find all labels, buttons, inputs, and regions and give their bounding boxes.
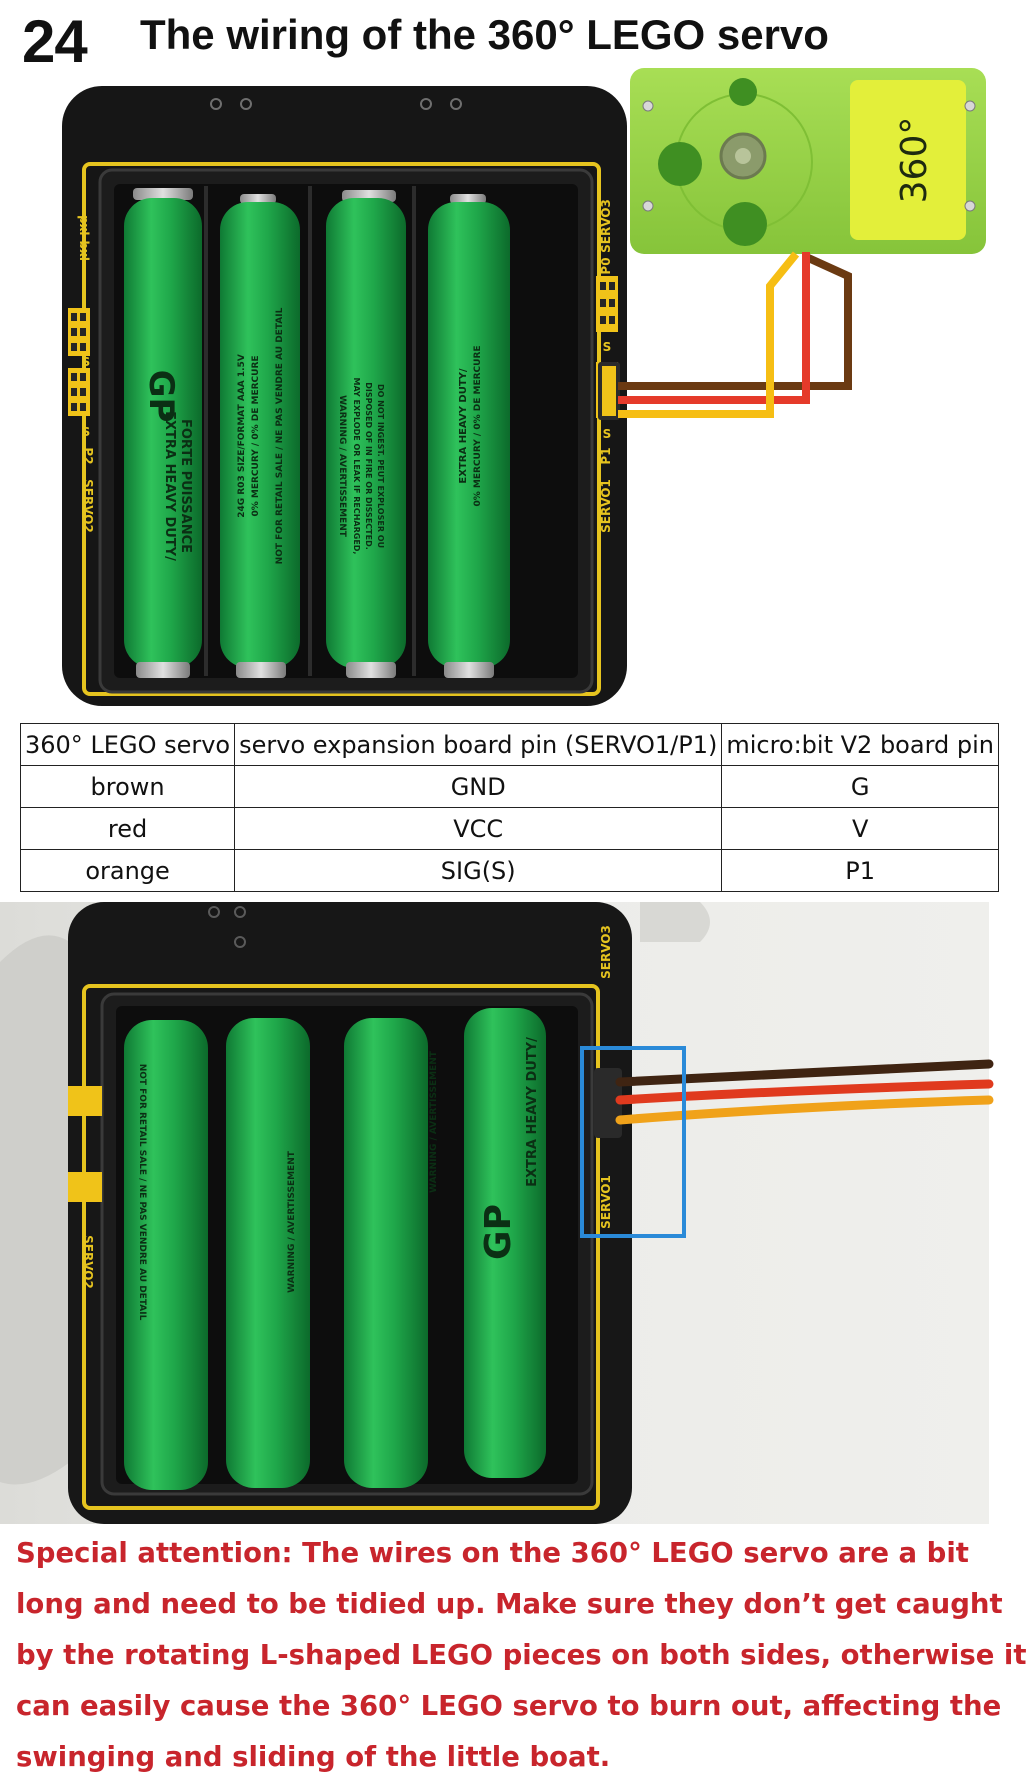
connection-highlight-box	[580, 1046, 686, 1238]
battery-text: DO NOT INGEST. PEUT EXPLOSER OU	[376, 384, 385, 548]
servo-360	[630, 68, 986, 254]
board-label-left: S	[82, 425, 91, 439]
battery-text: 0% MERCURY / 0% DE MERCURE	[473, 345, 483, 506]
servo-wires-photo	[615, 1059, 994, 1125]
wire-brown	[615, 1059, 994, 1087]
table-row: orange SIG(S) P1	[19, 849, 999, 892]
battery-text: WARNING / AVERTISSEMENT	[429, 1050, 439, 1193]
battery-text: DISPOSED OF IN FIRE OR DISSECTED.	[364, 382, 373, 550]
table-row: brown GND G	[19, 765, 999, 808]
warning-line: can easily cause the 360° LEGO servo to …	[16, 1690, 1002, 1722]
table-cell: VCC	[234, 807, 723, 850]
board-label-right: S	[603, 427, 612, 441]
warning-line: by the rotating L-shaped LEGO pieces on …	[16, 1639, 1027, 1671]
warning-line: swinging and sliding of the little boat.	[16, 1741, 611, 1773]
table-cell: G	[721, 765, 999, 808]
battery-photo-3	[344, 1018, 428, 1488]
wire-brown	[618, 252, 852, 390]
board-label-right: SERVO1	[599, 1175, 613, 1229]
battery-photo-4	[464, 1008, 546, 1478]
right-pin-headers	[596, 276, 620, 420]
battery-text: WARNING / AVERTISSEMENT	[337, 395, 347, 538]
wiring-diagram-photo: GP EXTRA HEAVY DUTY/ FORTE PUISSANCE 24G…	[0, 66, 989, 716]
battery-brand-text: GP	[478, 1204, 519, 1260]
column-header: micro:bit V2 board pin	[721, 723, 999, 766]
battery-photo-1	[124, 1020, 208, 1490]
table-cell: SIG(S)	[234, 849, 723, 892]
board-label-left: SERVO2	[81, 479, 95, 533]
board-label-right: SERVO1	[599, 479, 613, 533]
battery-4	[428, 194, 510, 678]
board-label-right: P1	[599, 447, 613, 464]
battery-text: FORTE PUISSANCE	[178, 419, 193, 553]
step-number: 24	[22, 8, 88, 75]
wire-orange	[618, 251, 800, 418]
column-header: servo expansion board pin (SERVO1/P1)	[234, 723, 723, 766]
wiring-diagram-illustration: GP EXTRA HEAVY DUTY/ FORTE PUISSANCE 24G…	[62, 68, 986, 706]
connection-photo-illustration: GP EXTRA HEAVY DUTY/ NOT FOR RETAIL SALE…	[0, 902, 994, 1524]
board-label-right: P0	[599, 257, 613, 274]
battery-text: NOT FOR RETAIL SALE / NE PAS VENDRE AU D…	[137, 1064, 147, 1321]
wire-red	[618, 252, 810, 404]
battery-brand-text: GP	[141, 370, 181, 423]
wire-orange	[615, 1095, 994, 1125]
warning-line: Special attention: The wires on the 360°…	[16, 1537, 969, 1569]
table-header-row: 360° LEGO servo servo expansion board pi…	[19, 723, 999, 766]
column-header: 360° LEGO servo	[19, 723, 236, 766]
header: 24 The wiring of the 360° LEGO servo	[0, 0, 989, 75]
battery-photo-2	[226, 1018, 310, 1488]
board-label-left: P2	[81, 447, 95, 464]
left-pin-headers	[68, 308, 90, 416]
connection-photo: GP EXTRA HEAVY DUTY/ NOT FOR RETAIL SALE…	[0, 902, 994, 1524]
battery-text: 24G R03 SIZE/FORMAT AAA 1.5V	[237, 354, 247, 518]
board-label-right: SERVO3	[599, 199, 613, 253]
table-cell: red	[19, 807, 236, 850]
battery-2	[220, 194, 300, 678]
table-cell: P1	[721, 849, 999, 892]
battery-text: EXTRA HEAVY DUTY/	[162, 411, 177, 561]
board-label-left: pxl-bxl	[77, 215, 91, 261]
table-cell: brown	[19, 765, 236, 808]
battery-text: MAY EXPLODE OR LEAK IF RECHARGED,	[352, 378, 361, 555]
table-cell: orange	[19, 849, 236, 892]
battery-text: WARNING / AVERTISSEMENT	[287, 1150, 297, 1293]
battery-text: EXTRA HEAVY DUTY/	[525, 1037, 540, 1187]
table-cell: V	[721, 807, 999, 850]
battery-text: EXTRA HEAVY DUTY/	[458, 368, 469, 483]
page-title: The wiring of the 360° LEGO servo	[140, 11, 829, 58]
table-cell: GND	[234, 765, 723, 808]
wire-red	[615, 1079, 994, 1105]
servo-label: 360°	[894, 117, 935, 204]
board-label-left: SERVO2	[81, 1235, 95, 1289]
battery-3	[326, 190, 406, 678]
wiring-table: 360° LEGO servo servo expansion board pi…	[19, 723, 999, 892]
battery-1	[124, 188, 202, 678]
board-label-right: S	[603, 340, 612, 354]
board-label-left: S	[82, 355, 91, 369]
battery-text: NOT FOR RETAIL SALE / NE PAS VENDRE AU D…	[275, 307, 285, 564]
servo-wires	[618, 251, 852, 418]
table-row: red VCC V	[19, 807, 999, 850]
special-attention-note: Special attention: The wires on the 360°…	[16, 1528, 1027, 1783]
board-label-right: SERVO3	[599, 925, 613, 979]
warning-line: long and need to be tidied up. Make sure…	[16, 1588, 1003, 1620]
battery-text: 0% MERCURY / 0% DE MERCURE	[251, 355, 261, 516]
